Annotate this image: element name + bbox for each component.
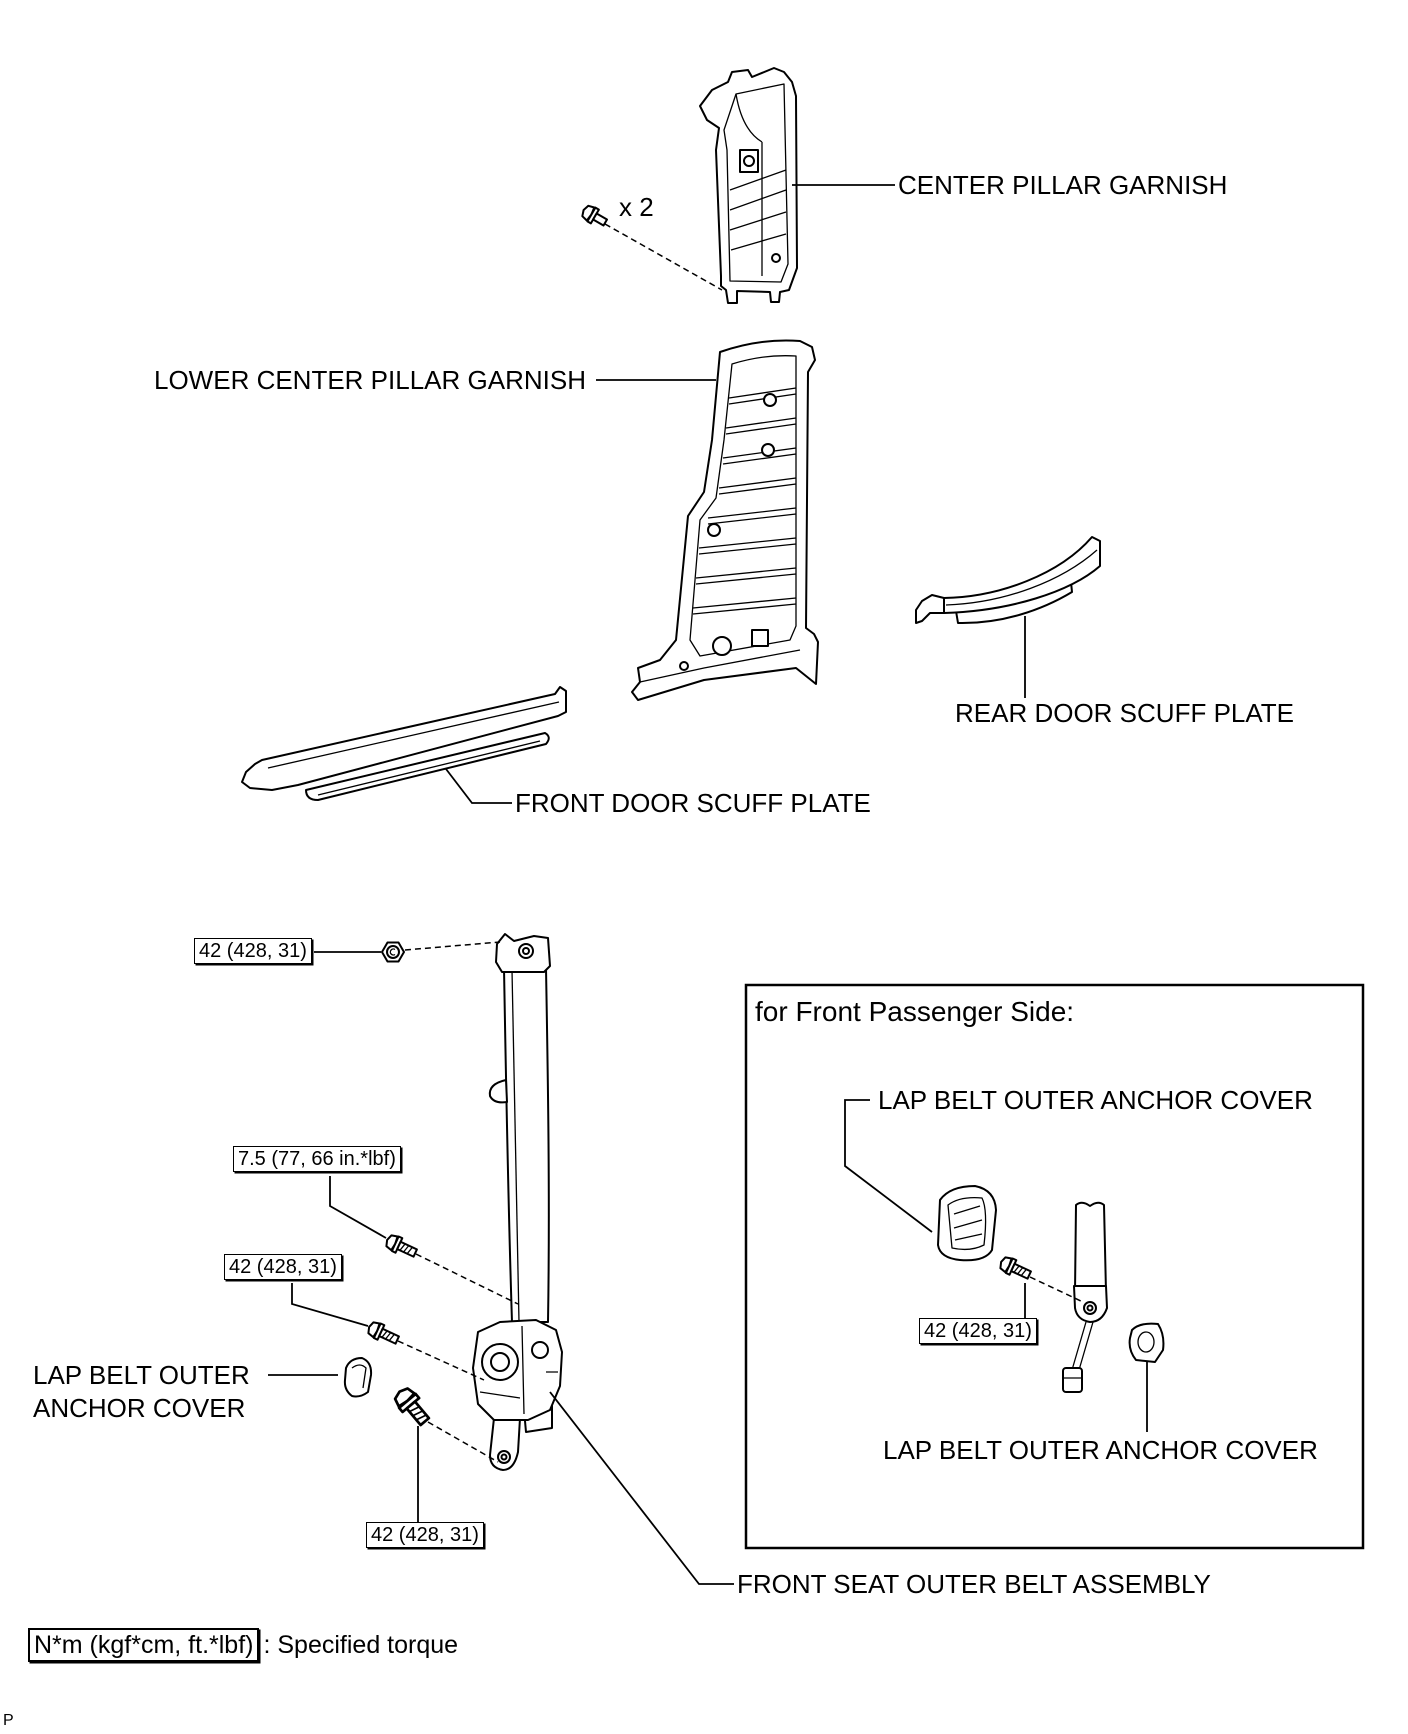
label-lap-belt-outer-anchor-cover: LAP BELT OUTER ANCHOR COVER <box>33 1359 250 1425</box>
lower-center-pillar-garnish-boss <box>707 523 721 537</box>
label-quantity: x 2 <box>619 192 654 222</box>
lap-belt-outer-anchor-cover <box>343 1357 373 1398</box>
legend-unit-box: N*m (kgf*cm, ft.*lbf) <box>28 1628 260 1662</box>
bolt-icon <box>999 1256 1032 1280</box>
label-front-seat-outer-belt-assembly: FRONT SEAT OUTER BELT ASSEMBLY <box>737 1569 1211 1599</box>
torque-shoulder-bolt: 7.5 (77, 66 in.*lbf) <box>233 1146 401 1172</box>
inset-lap-belt-outer-anchor-cover-upper <box>937 1185 997 1262</box>
lower-center-pillar-garnish-flange <box>639 649 801 683</box>
belt-retractor-detail <box>479 1325 558 1415</box>
front-door-scuff-plate-strip-edge <box>317 740 541 796</box>
label-front-door-scuff-plate: FRONT DOOR SCUFF PLATE <box>515 788 871 818</box>
label-lap-belt-outer-anchor-cover-line1: LAP BELT OUTER <box>33 1360 250 1390</box>
bolt-icon <box>367 1321 400 1345</box>
label-inset-cover-lower: LAP BELT OUTER ANCHOR COVER <box>883 1435 1318 1465</box>
center-pillar-garnish-inner-edge <box>723 83 789 283</box>
belt-loop-tab <box>488 1079 508 1104</box>
bolt-icon <box>385 1234 418 1258</box>
lower-center-pillar-garnish-outline <box>631 339 819 701</box>
belt-webbing-fold <box>511 969 520 1323</box>
inset-title: for Front Passenger Side: <box>755 996 1075 1027</box>
belt-retractor-pretensioner <box>531 1341 549 1359</box>
center-pillar-garnish-boss <box>771 253 781 263</box>
torque-legend: N*m (kgf*cm, ft.*lbf) : Specified torque <box>28 1628 458 1662</box>
inset-belt-anchor-hole-inner <box>1086 1304 1094 1312</box>
dashed-line-upper-anchor-nut <box>404 941 501 951</box>
dashed-line-retractor-bolt <box>397 1340 485 1381</box>
hex-nut-icon <box>381 941 405 963</box>
torque-retractor-bolt: 42 (428, 31) <box>224 1254 342 1280</box>
inset-belt-cable <box>1071 1321 1094 1371</box>
bolt-icon <box>393 1387 431 1427</box>
inset-lap-belt-outer-anchor-cover-lower <box>1128 1322 1165 1363</box>
belt-retractor-spool-hub <box>490 1352 510 1372</box>
torque-inset-bolt: 42 (428, 31) <box>919 1318 1037 1344</box>
inset-frame <box>744 983 1365 1550</box>
label-center-pillar-garnish: CENTER PILLAR GARNISH <box>898 170 1228 200</box>
center-pillar-garnish-clip-hole <box>743 155 755 167</box>
leader-line-retractor-bolt <box>291 1283 369 1327</box>
dashed-line-shoulder-bolt <box>415 1253 519 1305</box>
lower-center-pillar-garnish-clip <box>751 629 769 647</box>
legend-description: : Specified torque <box>263 1631 459 1659</box>
rear-door-scuff-plate-edge <box>945 549 1098 606</box>
garnish-screw-icon <box>581 204 609 227</box>
center-pillar-garnish <box>699 67 798 304</box>
lower-center-pillar-garnish-inner-edge <box>689 355 797 657</box>
belt-upper-anchor-hole-inner <box>522 947 530 955</box>
lower-center-pillar-garnish-boss <box>761 443 775 457</box>
front-seat-outer-belt-assembly <box>472 933 563 1471</box>
lower-center-pillar-garnish-boss <box>712 636 732 656</box>
rear-door-scuff-plate <box>915 536 1101 625</box>
lower-center-pillar-garnish <box>631 339 819 701</box>
belt-lower-anchor-hole-inner <box>500 1453 508 1461</box>
leader-line-front-seat-outer-belt-assembly <box>549 1391 734 1585</box>
leader-line-shoulder-bolt <box>329 1176 387 1239</box>
label-inset-cover-upper: LAP BELT OUTER ANCHOR COVER <box>878 1085 1313 1115</box>
label-rear-door-scuff-plate: REAR DOOR SCUFF PLATE <box>955 698 1295 728</box>
label-lap-belt-outer-anchor-cover-line2: ANCHOR COVER <box>33 1393 246 1423</box>
rear-door-scuff-plate-end <box>915 594 945 624</box>
torque-floor-anchor-bolt: 42 (428, 31) <box>366 1522 484 1548</box>
inset-belt-webbing <box>1074 1201 1107 1293</box>
front-door-scuff-plate-edge <box>267 701 560 769</box>
center-pillar-garnish-outline <box>699 67 798 304</box>
dashed-line-garnish-screw <box>604 223 723 291</box>
front-door-scuff-plate <box>241 686 567 801</box>
label-lower-center-pillar-garnish: LOWER CENTER PILLAR GARNISH <box>154 365 586 395</box>
leader-line-inset-cover-upper <box>844 1099 933 1233</box>
lower-center-pillar-garnish-ribs <box>692 387 797 615</box>
figure-code: P <box>3 1712 14 1729</box>
leader-line-front-door-scuff-plate <box>445 768 512 804</box>
front-door-scuff-plate-outline <box>241 686 567 791</box>
center-pillar-garnish-ribs <box>729 93 787 276</box>
dashed-line-floor-anchor-bolt <box>427 1421 499 1463</box>
lower-center-pillar-garnish-boss <box>763 393 777 407</box>
belt-webbing <box>503 967 550 1323</box>
inset-belt-connector <box>1062 1367 1083 1393</box>
torque-upper-anchor-nut: 42 (428, 31) <box>194 938 312 964</box>
lower-center-pillar-garnish-boss <box>679 661 689 671</box>
rear-door-scuff-plate-outline <box>943 536 1101 614</box>
inset-belt-lower-end <box>1062 1201 1108 1393</box>
